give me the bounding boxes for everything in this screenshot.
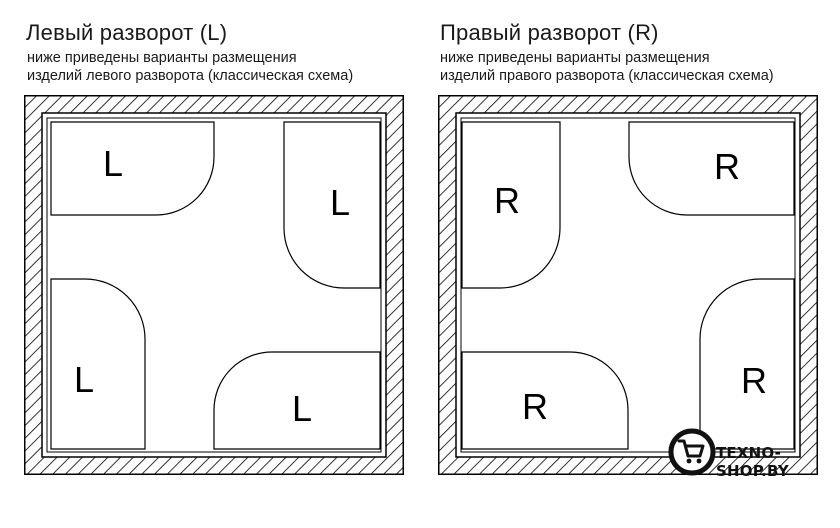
- right-tray-bottom-left-label: R: [522, 386, 548, 427]
- shopping-cart-icon: [677, 439, 705, 464]
- right-tray-bottom-right-label: R: [741, 360, 767, 401]
- right-tray-bottom-right: [699, 278, 795, 450]
- left-room-plan: L L L L: [24, 95, 404, 475]
- left-tray-bottom-left-label: L: [74, 359, 94, 400]
- left-tray-top-right-label: L: [330, 182, 350, 223]
- right-tray-top-left: [461, 121, 561, 289]
- left-tray-top-left: [50, 121, 215, 216]
- right-diagram-title: Правый разворот (R): [440, 20, 659, 45]
- right-diagram-subtitle-line2: изделий правого разворота (классическая …: [440, 68, 774, 84]
- left-tray-bottom-left: [50, 278, 146, 450]
- right-tray-top-left-label: R: [494, 180, 520, 221]
- logo-text: TEXNO-SHOP.BY: [716, 444, 789, 480]
- right-tray-bottom-left: [461, 351, 629, 450]
- right-diagram-subtitle-line1: ниже приведены варианты размещения: [440, 50, 710, 66]
- left-tray-top-right: [283, 121, 381, 289]
- left-diagram-subtitle-line1: ниже приведены варианты размещения: [27, 50, 297, 66]
- left-tray-top-left-label: L: [103, 143, 123, 184]
- left-diagram-title: Левый разворот (L): [26, 20, 228, 45]
- right-tray-top-right-label: R: [714, 146, 740, 187]
- texno-shop-logo: [668, 428, 716, 476]
- left-diagram-subtitle-line2: изделий левого разворота (классическая с…: [27, 68, 354, 84]
- left-tray-bottom-right-label: L: [292, 388, 312, 429]
- left-tray-bottom-right: [213, 351, 381, 450]
- right-tray-top-right: [628, 121, 795, 216]
- right-room-plan: R R R R: [438, 95, 818, 475]
